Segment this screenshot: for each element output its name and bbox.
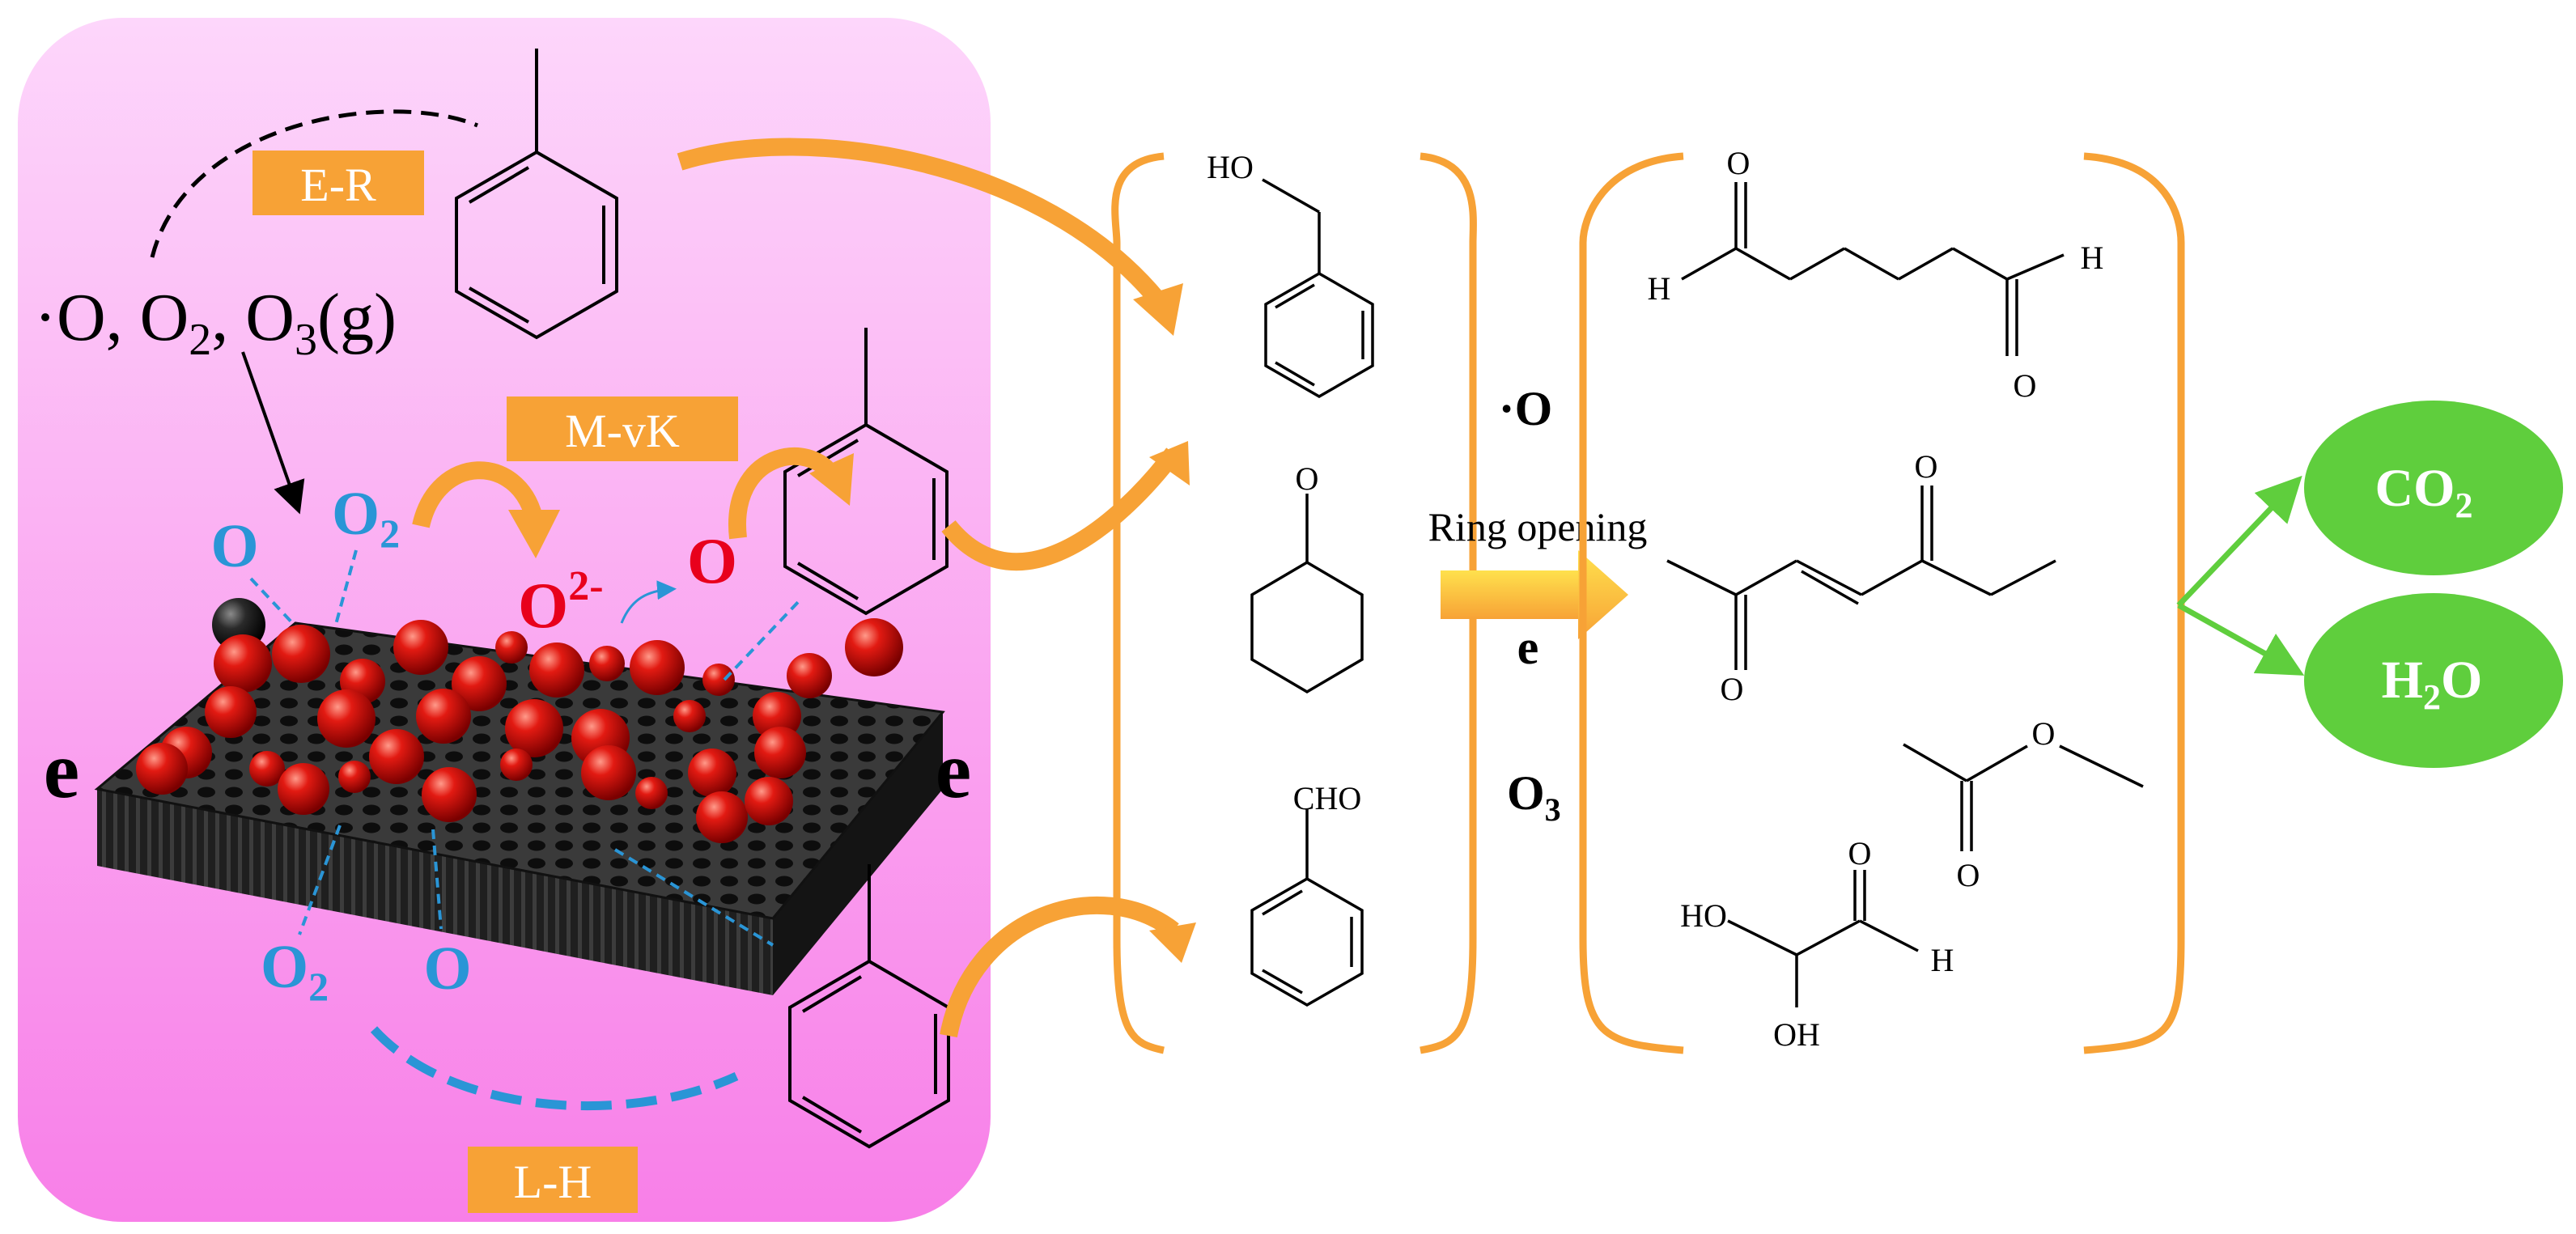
glyoxal-hydrate — [1727, 870, 1919, 1007]
lattice-o2minus-label: O2- — [518, 563, 604, 642]
lh-pathway-arrowhead — [1149, 922, 1196, 963]
o-to-toluene-arrowhead — [809, 453, 854, 506]
cyclohexanol-o: O — [1296, 460, 1319, 497]
glyoxal-o-top: O — [1848, 835, 1872, 871]
enedione-o-bottom: O — [1721, 671, 1744, 707]
co2-bubble — [2304, 401, 2563, 575]
oxidant-arrow — [241, 351, 305, 515]
methyl-acetate-o-bottom: O — [1957, 857, 1980, 893]
mvk-pathway-arrowhead — [1149, 441, 1190, 486]
lh-pathway-arrow — [940, 896, 1179, 1038]
glyoxal-h: H — [1931, 942, 1954, 978]
methyl-acetate-o-mid: O — [2032, 715, 2056, 752]
metal-oxide-particles — [136, 598, 903, 843]
benzaldehyde-cho: CHO — [1293, 780, 1361, 816]
lh-label: L-H — [514, 1156, 592, 1208]
electron-label: e — [1517, 621, 1539, 674]
o-bottom-bond-dash — [431, 829, 443, 930]
er-pathway-arrowhead — [1133, 283, 1183, 336]
ring-opening-arrow — [1441, 550, 1628, 639]
benzyl-alcohol — [1262, 178, 1374, 399]
er-dashed-arc — [150, 109, 478, 258]
co2-label: CO2 — [2375, 459, 2473, 525]
h2o-bubble — [2304, 593, 2563, 768]
cyclohexanol — [1250, 494, 1364, 694]
mvk-label-box — [507, 396, 738, 461]
er-label: E-R — [300, 159, 376, 211]
electron-left: e — [44, 725, 79, 815]
adsorbed-o2-label: O2 — [332, 480, 400, 556]
benzaldehyde — [1250, 809, 1364, 1007]
active-o-label: O — [687, 526, 737, 597]
to-co2-arrow — [2176, 475, 2302, 608]
hexanedial-h-right: H — [2081, 240, 2104, 276]
hexanedial-o-bottom: O — [2014, 367, 2037, 404]
o2-to-o2minus-arrow — [412, 461, 543, 528]
electron-right: e — [936, 725, 971, 815]
glyoxal-oh: OH — [1773, 1016, 1820, 1053]
enedione-o-top: O — [1915, 448, 1938, 485]
adsorbed-o2-bottom-label: O2 — [261, 933, 329, 1009]
toluene-bottom-bond-dash — [613, 848, 774, 947]
o2-to-o2minus-arrowhead — [508, 510, 560, 558]
mvk-label: M-vK — [565, 405, 680, 457]
benzyl-alcohol-ho: HO — [1207, 149, 1254, 185]
hexanedial-h-left: H — [1648, 270, 1671, 307]
adsorbed-o-bottom-label: O — [423, 935, 471, 1003]
methyl-acetate — [1903, 743, 2144, 851]
lh-dashed-arc — [370, 1026, 739, 1111]
ring-opening-label: Ring opening — [1428, 504, 1648, 549]
hexanedial-o-top: O — [1727, 145, 1751, 181]
lh-label-box — [468, 1147, 638, 1213]
adsorbed-o-label: O — [210, 512, 258, 580]
ozone-label: O3 — [1507, 766, 1561, 828]
er-label-box — [253, 151, 424, 215]
o2-bottom-bond-dash — [298, 825, 342, 935]
er-pathway-arrow — [677, 138, 1165, 306]
catalyst-panel — [18, 18, 991, 1222]
enedione — [1666, 486, 2056, 670]
o2minus-to-o-arrow — [620, 580, 677, 624]
toluene-mid-bond-dash — [723, 597, 803, 681]
mvk-pathway-arrow — [941, 447, 1181, 571]
glyoxal-ho: HO — [1680, 897, 1727, 934]
hexanedial — [1681, 182, 2065, 356]
h2o-label: H2O — [2382, 651, 2483, 717]
toluene-top — [455, 49, 618, 340]
products-bracket — [1579, 152, 2185, 1054]
o-radical-label: ·O — [1499, 382, 1553, 435]
to-h2o-arrow — [2177, 602, 2305, 676]
oxidant-label: ·O, O2, O3(g) — [34, 280, 397, 365]
o-to-toluene-arrow — [728, 447, 842, 540]
